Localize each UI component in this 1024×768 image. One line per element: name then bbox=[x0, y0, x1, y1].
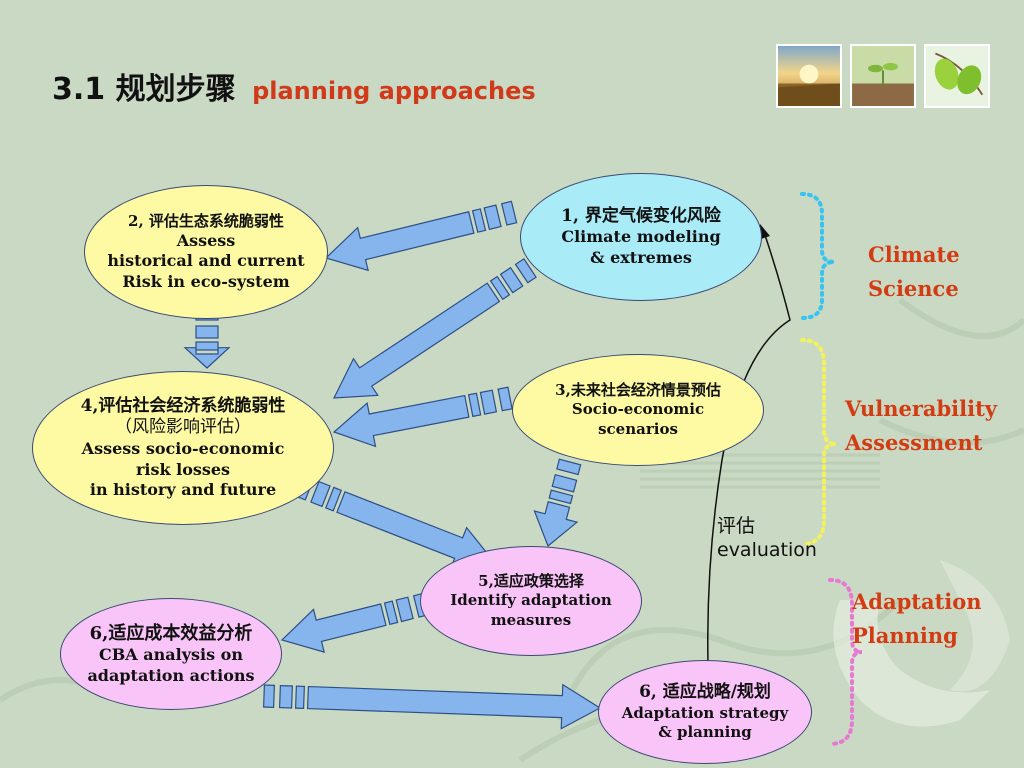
node-4-subtitle: （风险影响评估） bbox=[115, 417, 251, 438]
node-socioeconomic-vulnerability: 4,评估社会经济系统脆弱性 （风险影响评估） Assess socio-econ… bbox=[32, 371, 334, 525]
node-cba-analysis: 6,适应成本效益分析 CBA analysis on adaptation ac… bbox=[60, 598, 282, 710]
arrow-6a-to-6b bbox=[262, 683, 602, 730]
node-6b-line-1: Adaptation strategy bbox=[621, 703, 789, 722]
adaptation-label-line-1: Adaptation bbox=[852, 589, 982, 614]
category-vulnerability-assessment: Vulnerability Assessment bbox=[845, 392, 997, 459]
node-2-line-2: historical and current bbox=[107, 251, 305, 271]
green-leaf-image bbox=[924, 44, 990, 108]
climate-bracket bbox=[800, 192, 835, 320]
adaptation-bracket bbox=[828, 578, 863, 746]
node-6a-title: 6,适应成本效益分析 bbox=[89, 623, 253, 645]
node-3-line-2: scenarios bbox=[598, 419, 678, 438]
title-chinese: 规划步骤 bbox=[115, 72, 236, 107]
title-english: planning approaches bbox=[252, 77, 536, 105]
node-2-line-3: Risk in eco-system bbox=[122, 271, 290, 291]
arrow-3-to-4 bbox=[332, 386, 513, 448]
node-adaptation-measures: 5,适应政策选择 Identify adaptation measures bbox=[420, 546, 642, 656]
node-eco-vulnerability: 2, 评估生态系统脆弱性 Assess historical and curre… bbox=[84, 185, 328, 319]
evaluation-label-en: evaluation bbox=[717, 538, 817, 561]
node-2-line-1: Assess bbox=[176, 230, 236, 250]
node-6b-line-2: & planning bbox=[658, 722, 752, 741]
node-4-title: 4,评估社会经济系统脆弱性 bbox=[80, 395, 286, 416]
evaluation-label-zh: 评估 bbox=[717, 515, 756, 537]
climate-label-line-2: Science bbox=[868, 275, 959, 301]
node-4-line-3: in history and future bbox=[89, 479, 277, 499]
vulnerability-bracket bbox=[800, 338, 837, 546]
node-6b-title: 6, 适应战略/规划 bbox=[639, 681, 771, 702]
category-adaptation-planning: Adaptation Planning bbox=[852, 585, 982, 652]
arrow-1-to-4 bbox=[333, 258, 537, 399]
node-2-title: 2, 评估生态系统脆弱性 bbox=[128, 211, 284, 230]
node-5-title: 5,适应政策选择 bbox=[478, 572, 584, 591]
title-number: 3.1 bbox=[52, 72, 106, 107]
node-5-line-2: measures bbox=[490, 610, 572, 629]
node-5-line-1: Identify adaptation bbox=[450, 591, 612, 610]
node-3-title: 3,未来社会经济情景预估 bbox=[555, 381, 721, 400]
node-1-title: 1, 界定气候变化风险 bbox=[561, 205, 721, 226]
arrow-1-to-2 bbox=[324, 200, 518, 272]
vulnerability-label-line-2: Assessment bbox=[845, 429, 983, 455]
node-6a-line-1: CBA analysis on bbox=[99, 645, 243, 665]
node-climate-risk: 1, 界定气候变化风险 Climate modeling & extremes bbox=[520, 173, 762, 301]
node-adaptation-strategy: 6, 适应战略/规划 Adaptation strategy & plannin… bbox=[598, 660, 812, 764]
slide-title: 3.1 规划步骤 planning approaches bbox=[52, 64, 536, 108]
climate-label-line-1: Climate bbox=[868, 242, 960, 267]
node-4-line-1: Assess socio-economic bbox=[81, 439, 285, 459]
adaptation-label-line-2: Planning bbox=[852, 622, 958, 648]
evaluation-label: 评估 evaluation bbox=[717, 515, 817, 563]
node-4-line-2: risk losses bbox=[135, 459, 231, 479]
category-climate-science: Climate Science bbox=[868, 238, 960, 305]
node-6a-line-2: adaptation actions bbox=[87, 665, 255, 685]
node-socioeconomic-scenarios: 3,未来社会经济情景预估 Socio-economic scenarios bbox=[512, 354, 764, 466]
node-1-line-1: Climate modeling bbox=[561, 227, 721, 247]
sprout-image bbox=[850, 44, 916, 108]
vulnerability-label-line-1: Vulnerability bbox=[845, 396, 998, 421]
arrow-3-to-5 bbox=[533, 458, 582, 547]
node-1-line-2: & extremes bbox=[590, 247, 692, 267]
node-3-line-1: Socio-economic bbox=[571, 400, 705, 419]
sunset-field-image bbox=[776, 44, 842, 108]
